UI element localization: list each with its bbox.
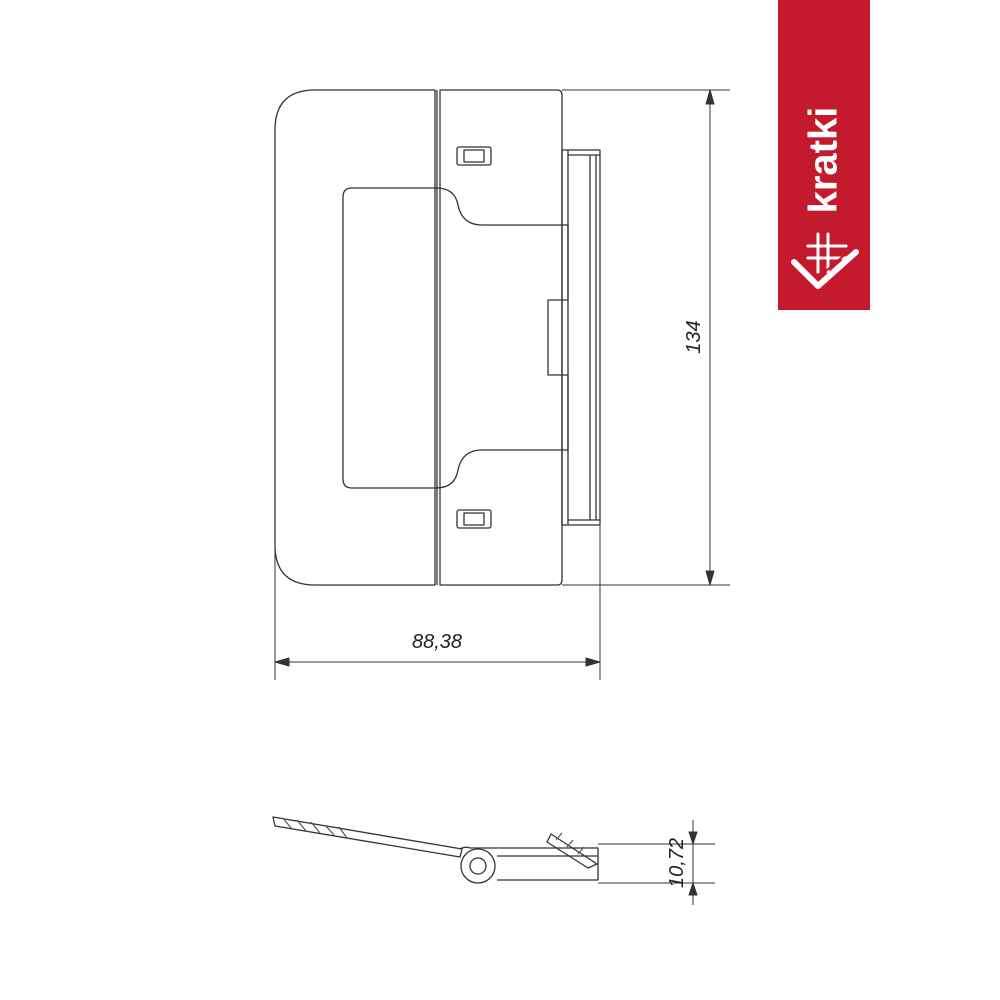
width-dimension [274, 525, 601, 680]
hinge-back-plate [274, 89, 436, 586]
depth-arrow-bottom [688, 882, 698, 896]
width-dimension-label: 88,38 [412, 631, 462, 653]
height-dimension-label: 134 [683, 320, 705, 353]
brand-logo-badge: kratki [778, 0, 870, 310]
depth-dimension-label: 10,72 [666, 838, 688, 888]
side-barrel-outer [460, 848, 496, 884]
side-leaf-left-hatch [282, 817, 348, 839]
hinge-slot-bottom [456, 509, 492, 529]
hinge-front-view [274, 89, 601, 586]
hinge-side-view [272, 816, 599, 884]
side-leaf-right [546, 833, 598, 869]
side-leaf-left [272, 816, 463, 858]
side-leaf-right-hatch [555, 832, 585, 855]
depth-arrow-top [688, 831, 698, 845]
height-arrow-bottom [705, 570, 715, 586]
height-dimension [562, 89, 730, 586]
side-base-plate [459, 846, 599, 881]
side-barrel-inner [469, 857, 487, 875]
grate-check-icon [791, 232, 859, 289]
hinge-slot-top [456, 146, 492, 166]
height-arrow-top [705, 89, 715, 105]
width-arrow-left [274, 657, 290, 667]
hinge-barrel [561, 149, 601, 526]
hinge-front-leaf [439, 89, 563, 586]
depth-dimension [598, 820, 715, 905]
width-arrow-right [585, 657, 601, 667]
brand-logo-wordmark: kratki [801, 106, 846, 214]
hinge-cutout [342, 187, 569, 489]
